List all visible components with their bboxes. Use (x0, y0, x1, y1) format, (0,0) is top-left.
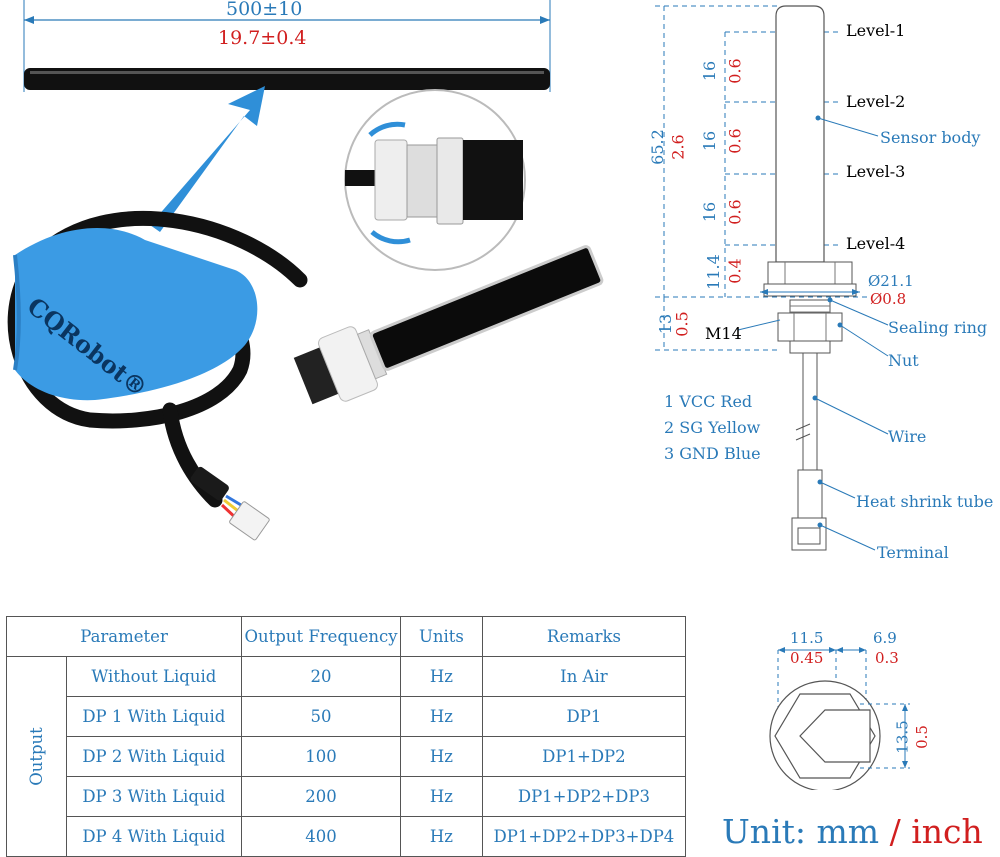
cable-length-mm: 500±10 (226, 0, 303, 20)
row-unit: Hz (400, 656, 483, 697)
level-2-label: Level-2 (846, 92, 906, 111)
row-unit: Hz (400, 736, 483, 777)
unit-note: Unit: mm / inch (722, 812, 983, 851)
table-row: Output Without Liquid 20 Hz In Air (6, 656, 687, 857)
dim-level1-2-in: 0.6 (725, 58, 745, 84)
thread-label: M14 (705, 324, 742, 343)
nut-top-view-diagram (769, 647, 910, 790)
dim-total-in: 2.6 (668, 134, 688, 160)
callout-sealing-ring: Sealing ring (888, 318, 988, 337)
wiring-sg: 2 SG Yellow (664, 418, 761, 437)
level-1-label: Level-1 (846, 21, 906, 40)
sensor-dimension-diagram (655, 5, 889, 551)
output-group-cell: Output (6, 656, 67, 857)
level-3-label: Level-3 (846, 162, 906, 181)
wiring-vcc: 1 VCC Red (664, 392, 753, 411)
table-row: DP 1 With Liquid 50 Hz DP1 (7, 696, 687, 737)
row-remark: DP1+DP2 (481, 736, 687, 777)
row-remark: In Air (481, 656, 687, 697)
callout-sensor-body: Sensor body (880, 128, 981, 147)
connector-terminal (229, 501, 270, 541)
frequency-spec-table: Parameter Output Frequency Units Remarks… (5, 616, 687, 857)
header-units: Units (400, 616, 483, 657)
nut-width1-in: 0.45 (790, 649, 824, 667)
table-header-row: Parameter Output Frequency Units Remarks (5, 616, 687, 657)
table-row: DP 4 With Liquid 400 Hz DP1+DP2+DP3+DP4 (7, 816, 687, 857)
dim-level4-base-in: 0.4 (725, 258, 745, 284)
sensor-body (369, 245, 604, 371)
table-row: DP 2 With Liquid 100 Hz DP1+DP2 (7, 736, 687, 777)
nut-width1-mm: 11.5 (790, 629, 824, 647)
unit-note-mm: Unit: mm (722, 812, 880, 851)
dim-total-mm: 65.2 (647, 129, 667, 165)
header-frequency: Output Frequency (241, 616, 402, 657)
nut-width2-mm: 6.9 (873, 629, 897, 647)
unit-note-slash: / (889, 812, 901, 851)
row-param: Without Liquid (65, 656, 243, 697)
dim-level4-base-mm: 11.4 (703, 254, 723, 290)
unit-note-inch: inch (911, 812, 983, 851)
callout-terminal: Terminal (877, 543, 949, 562)
row-param: DP 3 With Liquid (65, 776, 243, 817)
product-illustration (7, 86, 604, 541)
row-remark: DP1 (481, 696, 687, 737)
level-4-label: Level-4 (846, 234, 906, 253)
dim-level2-3-in: 0.6 (725, 128, 745, 154)
output-group-label: Output (26, 727, 46, 786)
row-freq: 400 (241, 816, 402, 857)
pointer-arrow-icon (150, 86, 265, 232)
callout-wire: Wire (888, 427, 927, 446)
row-unit: Hz (400, 696, 483, 737)
row-unit: Hz (400, 776, 483, 817)
row-freq: 200 (241, 776, 402, 817)
header-parameter: Parameter (5, 616, 243, 657)
row-freq: 20 (241, 656, 402, 697)
callout-nut: Nut (888, 351, 919, 370)
dim-level3-4-mm: 16 (700, 201, 720, 223)
row-param: DP 1 With Liquid (65, 696, 243, 737)
diameter-mm: Ø21.1 (868, 272, 914, 290)
wiring-gnd: 3 GND Blue (664, 444, 761, 463)
nut-height-mm: 13.5 (893, 720, 912, 754)
header-remarks: Remarks (481, 616, 687, 657)
row-remark: DP1+DP2+DP3 (481, 776, 687, 817)
dim-level1-2-mm: 16 (700, 60, 720, 82)
cable-length-figure (23, 0, 551, 92)
cable-length-inch: 19.7±0.4 (218, 27, 307, 49)
nut-width2-in: 0.3 (875, 649, 899, 667)
diameter-in: Ø0.8 (870, 290, 907, 308)
dim-level3-4-in: 0.6 (725, 199, 745, 225)
table-row: DP 3 With Liquid 200 Hz DP1+DP2+DP3 (7, 776, 687, 817)
row-param: DP 4 With Liquid (65, 816, 243, 857)
row-freq: 50 (241, 696, 402, 737)
nut-height-in: 0.5 (912, 725, 931, 749)
row-freq: 100 (241, 736, 402, 777)
row-unit: Hz (400, 816, 483, 857)
dim-thread-in: 0.5 (672, 311, 692, 337)
row-remark: DP1+DP2+DP3+DP4 (481, 816, 687, 857)
velcro-strap (15, 228, 258, 401)
row-param: DP 2 With Liquid (65, 736, 243, 777)
dim-level2-3-mm: 16 (700, 130, 720, 152)
callout-heat-shrink: Heat shrink tube (856, 492, 994, 511)
